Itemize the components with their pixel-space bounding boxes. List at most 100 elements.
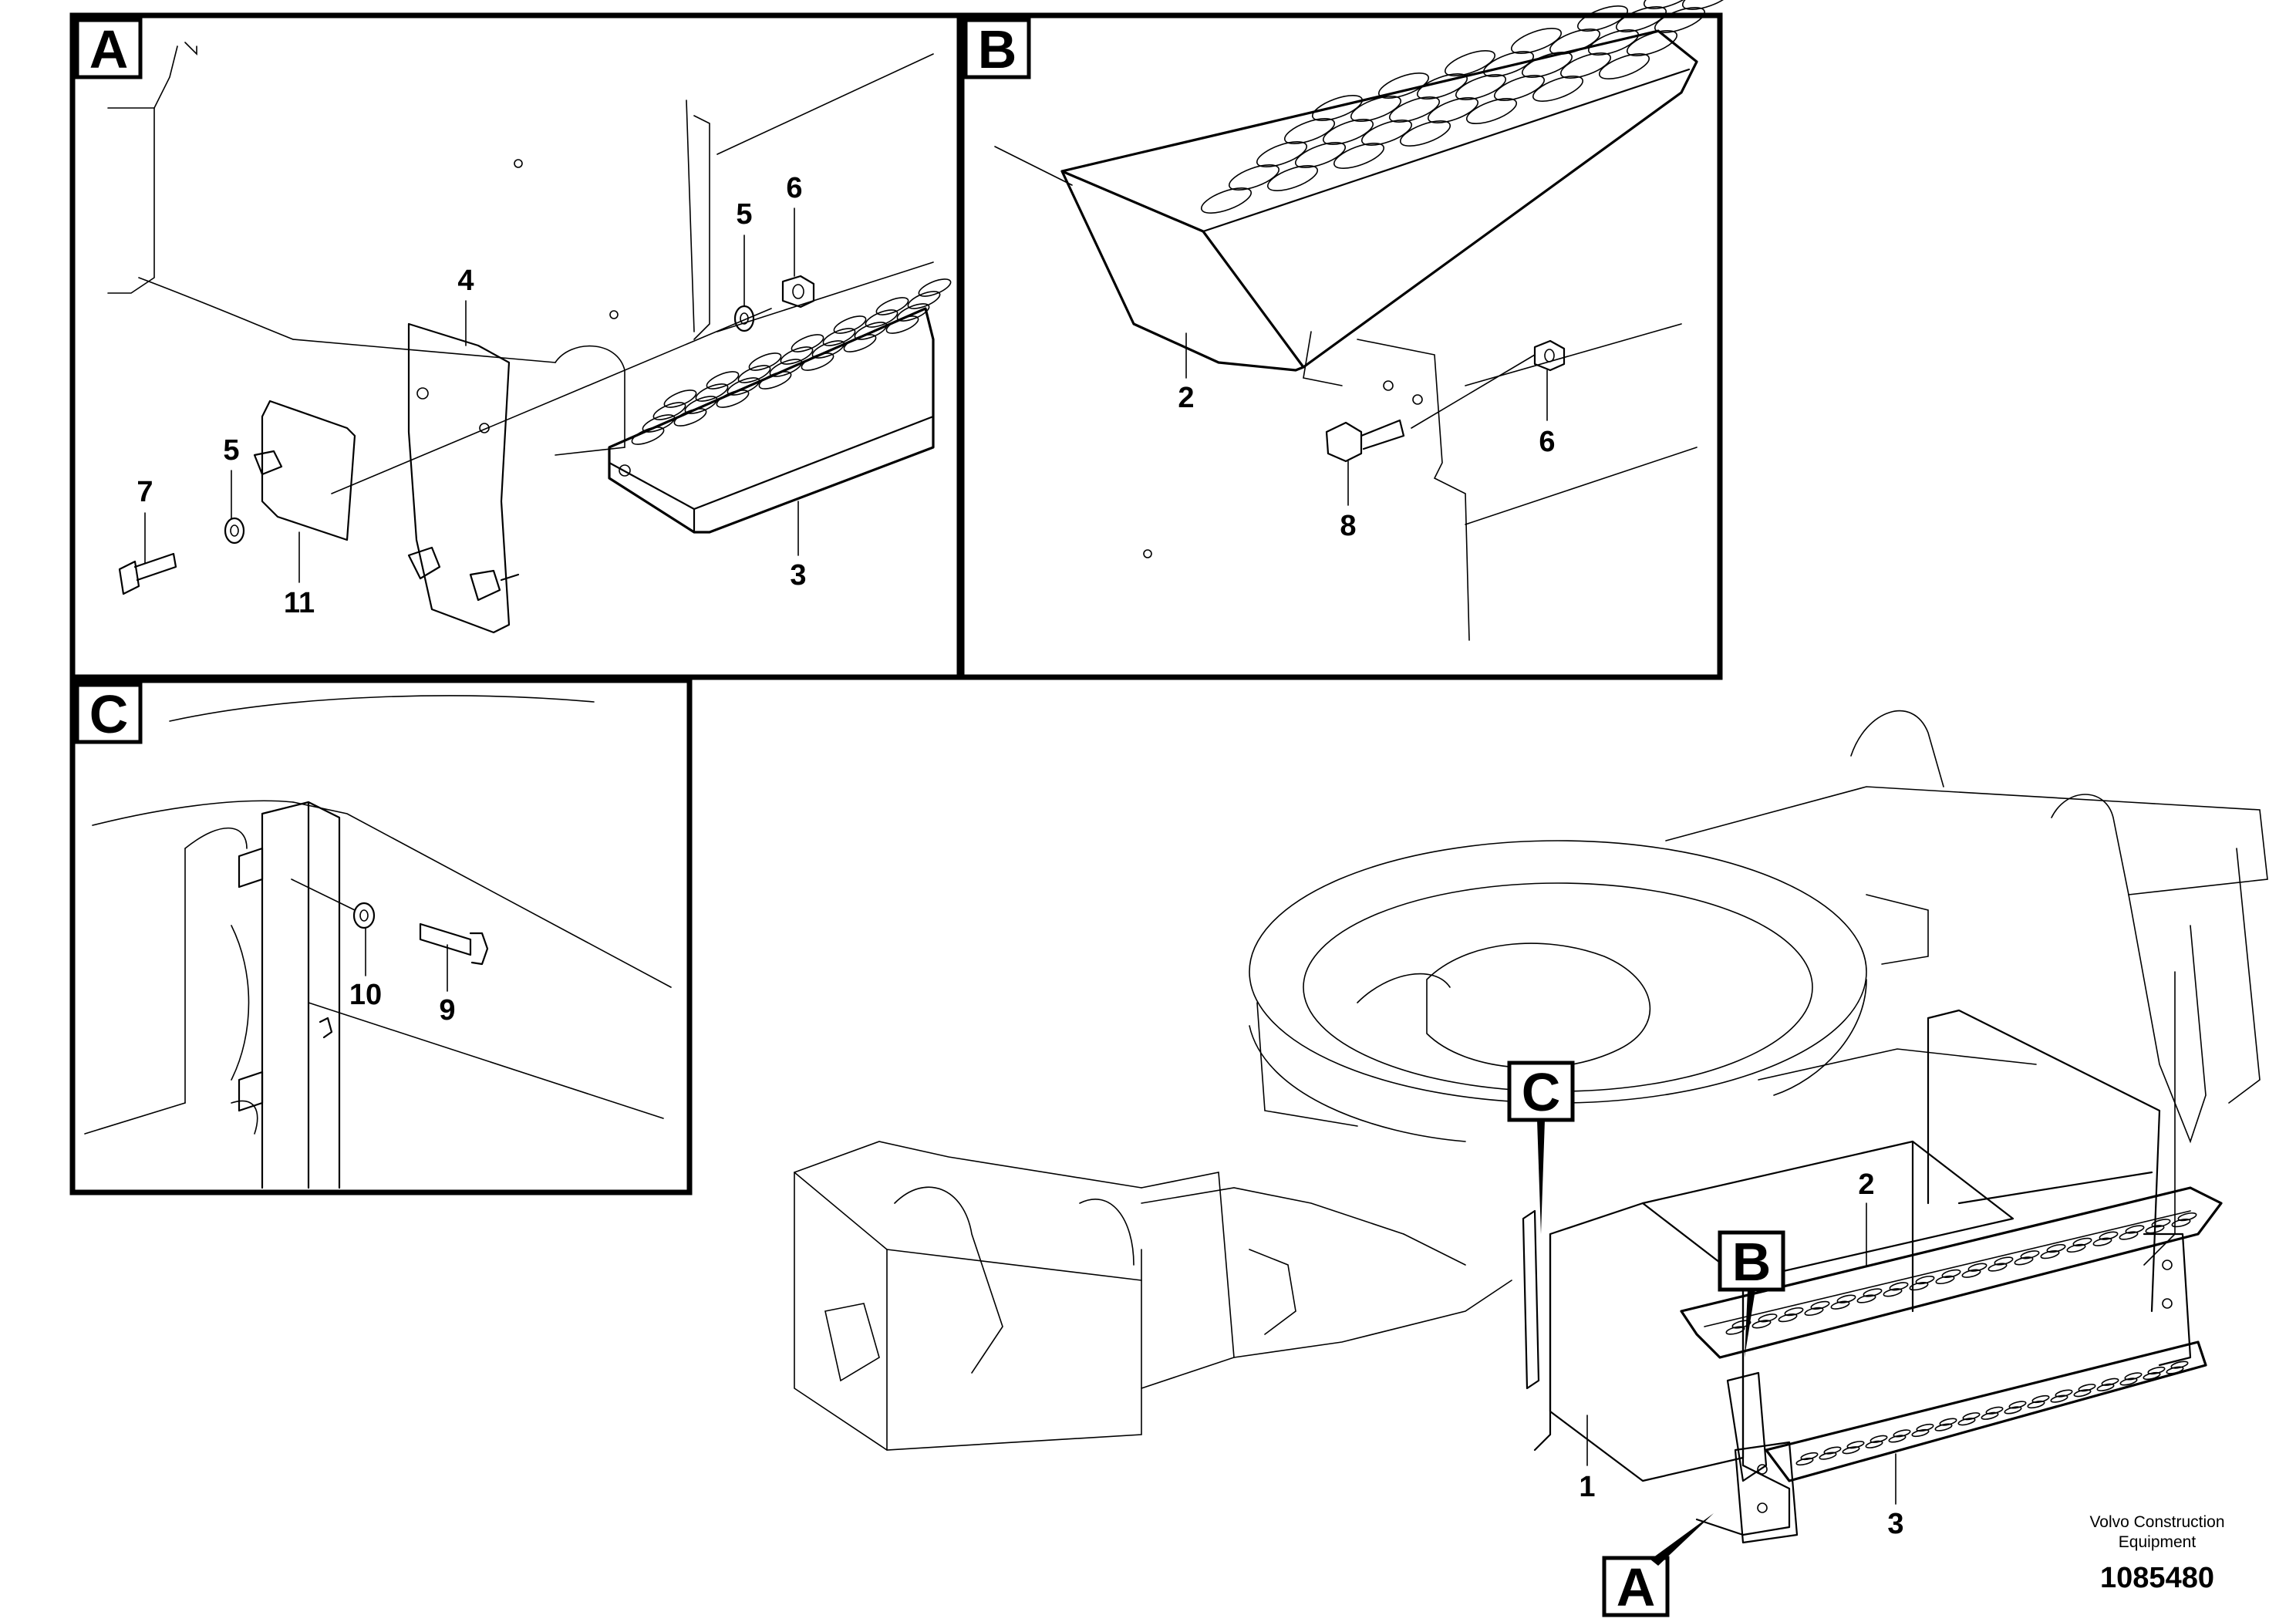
- callout-10: 10: [349, 979, 382, 1011]
- tread-hole: [907, 291, 941, 309]
- tread-hole: [1941, 1269, 1961, 1279]
- tread-hole: [673, 408, 707, 427]
- tread-hole: [2125, 1225, 2145, 1234]
- panel-a-tag: A: [89, 19, 129, 79]
- callout-2: 2: [1858, 1168, 1874, 1201]
- tread-hole: [1576, 5, 1629, 32]
- tread-hole: [822, 328, 856, 346]
- tread-hole: [663, 389, 697, 408]
- tread-hole: [1256, 141, 1308, 167]
- tread-hole: [2008, 1401, 2027, 1409]
- tread-hole: [1455, 74, 1507, 100]
- tread-hole: [1322, 119, 1374, 145]
- tread-hole: [1559, 52, 1612, 79]
- tread-hole: [1626, 30, 1678, 56]
- tread-hole: [2020, 1250, 2040, 1259]
- tread-hole: [2099, 1231, 2119, 1240]
- tread-hole: [631, 427, 665, 445]
- tread-hole: [706, 371, 740, 389]
- callout-4: 4: [457, 265, 474, 297]
- callout-9: 9: [439, 994, 455, 1027]
- tread-hole: [2124, 1372, 2143, 1381]
- tread-hole: [1521, 52, 1573, 78]
- tread-hole: [833, 315, 867, 334]
- callout-8: 8: [1340, 510, 1356, 542]
- tread-hole: [1654, 7, 1706, 33]
- panel-c-tag: C: [89, 684, 129, 744]
- tread-hole: [748, 352, 782, 371]
- tread-hole: [1493, 75, 1546, 101]
- tread-hole: [1823, 1446, 1842, 1455]
- callout-6: 6: [786, 172, 802, 204]
- tread-hole: [1784, 1307, 1804, 1317]
- main-assembly-view: [794, 710, 2268, 1544]
- tread-hole: [885, 315, 919, 334]
- tread-hole: [1615, 6, 1667, 32]
- tread-hole: [737, 365, 771, 383]
- detail-panel-b: B: [959, 0, 1734, 680]
- tread-hole: [1994, 1256, 2014, 1266]
- tread-hole: [811, 340, 845, 359]
- company-name-line1: Volvo Construction: [2089, 1513, 2224, 1531]
- callout-2: 2: [1178, 382, 1194, 414]
- tread-hole: [2177, 1212, 2197, 1222]
- tread-hole: [2072, 1237, 2092, 1247]
- reference-number: 1085480: [2100, 1562, 2214, 1594]
- tread-hole: [1967, 1263, 1988, 1272]
- tread-hole: [2147, 1366, 2166, 1375]
- tread-hole: [769, 359, 803, 377]
- tread-hole: [1350, 96, 1402, 122]
- tread-hole: [1985, 1406, 2004, 1415]
- tread-hole: [1482, 51, 1535, 77]
- callout-1: 1: [1579, 1471, 1595, 1503]
- tread-hole: [1810, 1300, 1830, 1310]
- tread-hole: [2078, 1384, 2096, 1392]
- tread-hole: [801, 352, 834, 371]
- tread-hole: [1800, 1452, 1819, 1461]
- tread-hole: [918, 278, 952, 297]
- callout-3: 3: [790, 559, 806, 592]
- tread-hole: [1311, 95, 1364, 121]
- tread-hole: [843, 334, 877, 352]
- tread-hole: [1598, 53, 1650, 79]
- tread-hole: [1870, 1435, 1888, 1443]
- tread-hole: [716, 389, 750, 408]
- tread-hole: [780, 346, 814, 365]
- tread-hole: [1333, 143, 1385, 169]
- company-name-line2: Equipment: [2119, 1533, 2197, 1551]
- tread-hole: [1893, 1429, 1911, 1438]
- tread-hole: [1416, 73, 1468, 99]
- tread-hole: [896, 303, 930, 322]
- tread-hole: [652, 402, 686, 420]
- tread-hole: [2046, 1243, 2066, 1253]
- tread-hole: [1731, 1320, 1752, 1329]
- tread-hole: [1836, 1294, 1856, 1303]
- tread-hole: [727, 377, 760, 396]
- tread-hole: [1587, 29, 1640, 56]
- panel-b-tag: B: [978, 19, 1017, 79]
- tread-hole: [1532, 76, 1584, 102]
- callout-5: 5: [736, 198, 752, 231]
- tread-hole: [1846, 1441, 1865, 1449]
- callout-labels: 4 5 6 5 7 11 3 2 8 6 10 9 2 1 3: [137, 172, 1903, 1540]
- marker-c: C: [1522, 1062, 1561, 1122]
- tread-hole: [1916, 1423, 1934, 1432]
- tread-hole: [1200, 187, 1253, 214]
- detail-panel-a: A: [69, 12, 963, 680]
- footer: Volvo Construction Equipment 1085480: [2089, 1513, 2224, 1594]
- callout-11: 11: [284, 587, 315, 619]
- tread-hole: [1915, 1275, 1935, 1285]
- tread-hole: [1863, 1288, 1883, 1297]
- tread-hole: [2031, 1394, 2050, 1404]
- tread-hole: [791, 334, 824, 352]
- tread-hole: [1510, 28, 1563, 54]
- tread-hole: [2055, 1389, 2073, 1398]
- tread-hole: [1444, 50, 1496, 76]
- tread-hole: [1549, 29, 1601, 55]
- callout-7: 7: [137, 476, 153, 508]
- tread-hole: [1758, 1313, 1778, 1323]
- tread-hole: [1465, 98, 1518, 124]
- tread-hole: [1266, 165, 1319, 191]
- tread-hole: [1939, 1418, 1957, 1426]
- tread-hole: [1283, 118, 1336, 144]
